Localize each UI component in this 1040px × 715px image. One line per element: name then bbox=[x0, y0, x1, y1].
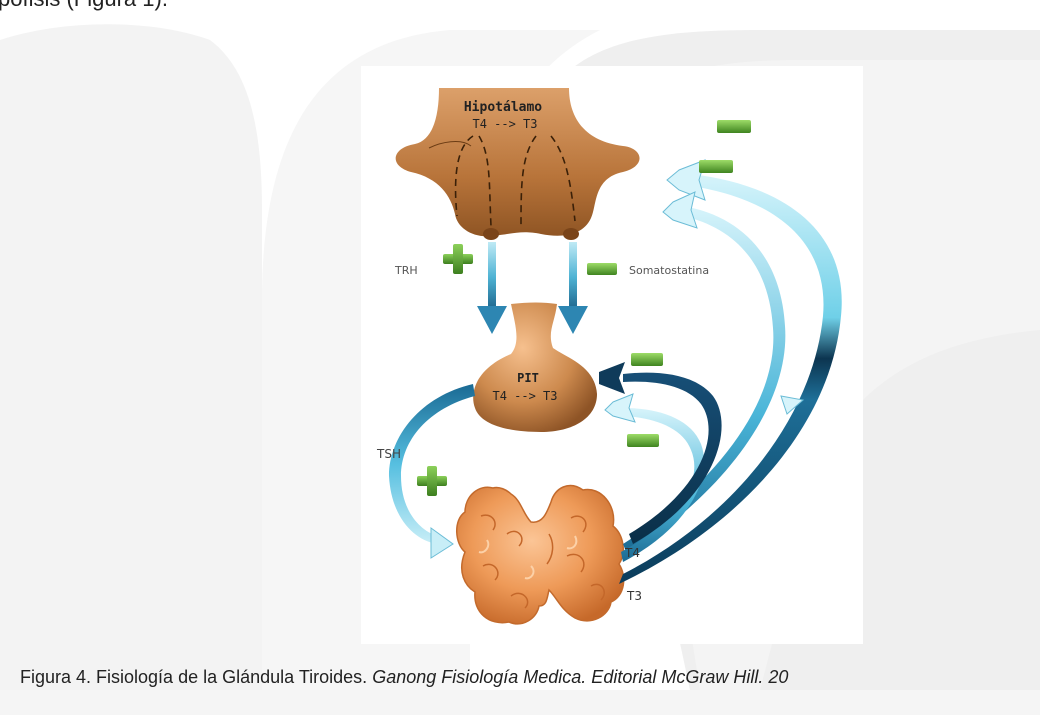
caption-text: Figura 4. Fisiología de la Glándula Tiro… bbox=[20, 667, 372, 687]
pituitary-conversion: T4 --> T3 bbox=[492, 389, 557, 403]
thyroid-physiology-diagram: Hipotálamo T4 --> T3 TRH Somatostatina P… bbox=[361, 66, 863, 644]
somatostatin-label: Somatostatina bbox=[629, 264, 709, 277]
pituitary-label: PIT bbox=[517, 371, 539, 385]
figure-caption: Figura 4. Fisiología de la Glándula Tiro… bbox=[20, 667, 788, 688]
pituitary-minus-icon-lower bbox=[627, 434, 659, 447]
figure-panel: Hipotálamo T4 --> T3 TRH Somatostatina P… bbox=[361, 66, 863, 644]
watermark-shape-left bbox=[0, 24, 262, 690]
tsh-label: TSH bbox=[376, 447, 401, 461]
top-text-fragment: pófisis (Figura 1). bbox=[0, 0, 168, 12]
caption-citation: Ganong Fisiología Medica. Editorial McGr… bbox=[372, 667, 788, 687]
t4-label: T4 bbox=[624, 546, 640, 560]
hypothalamus-conversion: T4 --> T3 bbox=[472, 117, 537, 131]
somatostatin-arrow bbox=[558, 242, 588, 334]
trh-plus-icon bbox=[443, 244, 473, 274]
hypothalamus-minus-icon-top bbox=[717, 120, 751, 133]
pituitary-minus-icon-top bbox=[631, 353, 663, 366]
trh-label: TRH bbox=[394, 264, 418, 277]
hypothalamus-minus-icon-lower bbox=[699, 160, 733, 173]
hypothalamus-label: Hipotálamo bbox=[464, 100, 542, 115]
somatostatin-minus-icon bbox=[587, 263, 617, 275]
tsh-plus-icon bbox=[417, 466, 447, 496]
thyroid-shape bbox=[457, 486, 624, 624]
watermark-footer-band bbox=[0, 690, 1040, 715]
trh-arrow bbox=[477, 242, 507, 334]
t3-label: T3 bbox=[626, 589, 642, 603]
